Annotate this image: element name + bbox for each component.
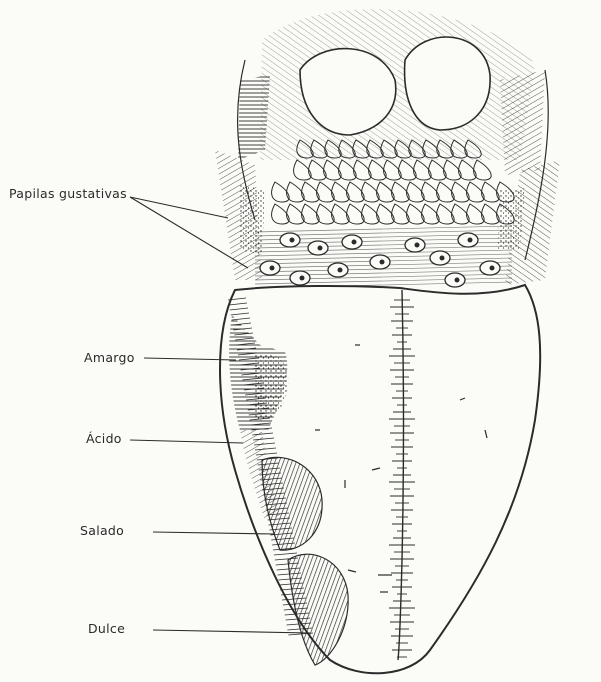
left-stipple xyxy=(240,185,265,255)
label-salado: Salado xyxy=(80,523,124,538)
papilas-leader-1 xyxy=(130,197,228,218)
papilla-center xyxy=(318,246,323,251)
label-acido: Ácido xyxy=(86,431,122,446)
dulce-leader xyxy=(153,630,310,633)
papilla-center xyxy=(290,238,295,243)
papilla-center xyxy=(352,240,357,245)
label-dulce: Dulce xyxy=(88,621,125,636)
label-papilas-gustativas: Papilas gustativas xyxy=(9,186,127,201)
acido-leader xyxy=(130,440,243,443)
papilla-center xyxy=(415,243,420,248)
papilla-center xyxy=(300,276,305,281)
papilla-center xyxy=(380,260,385,265)
papilla-center xyxy=(270,266,275,271)
papilla-center xyxy=(490,266,495,271)
papilla-scale xyxy=(474,160,492,180)
papilla-center xyxy=(440,256,445,261)
papilla-center xyxy=(338,268,343,273)
label-amargo: Amargo xyxy=(84,350,135,365)
papilla-center xyxy=(468,238,473,243)
papilla-center xyxy=(455,278,460,283)
